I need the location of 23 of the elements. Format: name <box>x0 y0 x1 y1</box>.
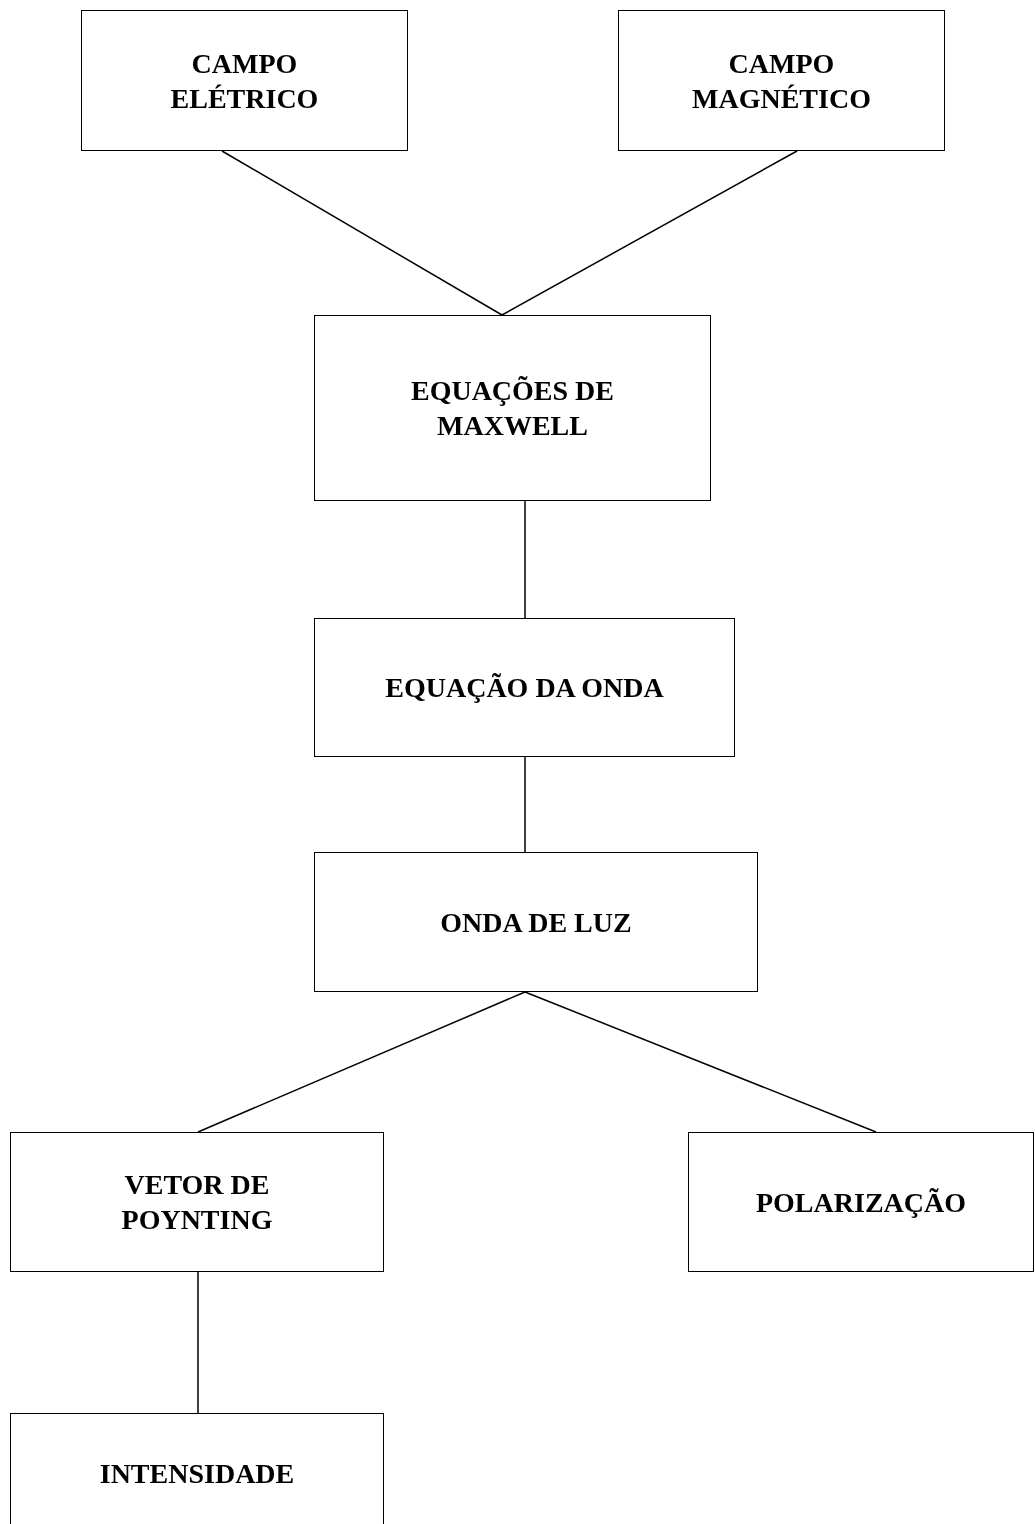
connector-line <box>524 991 877 1133</box>
connector-line <box>197 1271 199 1414</box>
connector-line <box>501 150 798 316</box>
concept-label: VETOR DE POYNTING <box>120 1168 274 1237</box>
concept-label: CAMPO MAGNÉTICO <box>691 46 872 116</box>
concept-label: INTENSIDADE <box>98 1456 296 1491</box>
concept-box <box>10 1413 384 1524</box>
concept-box <box>314 315 711 501</box>
concept-box <box>81 10 408 151</box>
concept-label: ONDA DE LUZ <box>439 905 633 940</box>
connector-line <box>524 756 526 853</box>
concept-box <box>10 1132 384 1272</box>
concept-label: CAMPO ELÉTRICO <box>169 46 320 116</box>
concept-box <box>618 10 945 151</box>
concept-box <box>314 618 735 757</box>
concept-box <box>314 852 758 992</box>
connector-line <box>197 991 526 1133</box>
concept-label: EQUAÇÕES DE MAXWELL <box>409 374 615 443</box>
concept-box <box>688 1132 1034 1272</box>
concept-label: EQUAÇÃO DA ONDA <box>384 671 665 705</box>
concept-label: POLARIZAÇÃO <box>755 1185 967 1220</box>
connector-line <box>221 150 503 316</box>
connector-line <box>524 500 526 619</box>
